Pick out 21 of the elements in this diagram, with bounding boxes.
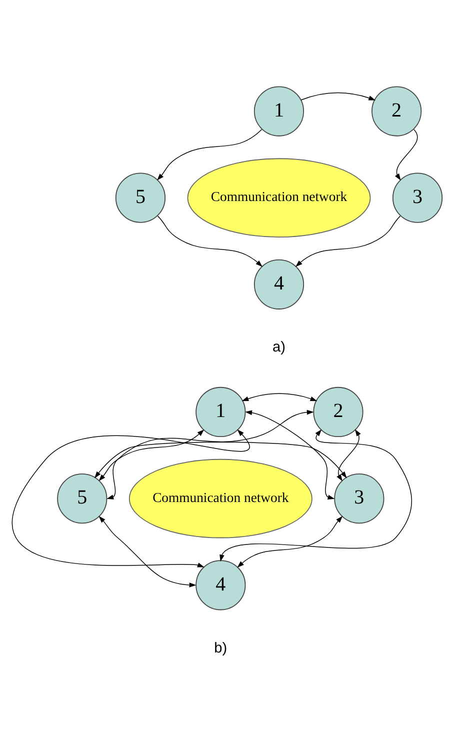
arrow (94, 441, 347, 478)
node-ellipse: Communication network (128, 458, 312, 538)
label: b) (214, 640, 228, 656)
arrow (98, 516, 196, 587)
arrow (300, 92, 376, 100)
arrow (245, 410, 335, 500)
arrow (296, 215, 401, 266)
arrow (106, 409, 314, 499)
arrow (237, 515, 343, 568)
arrow (220, 428, 412, 562)
arrow (336, 428, 361, 481)
arrow (98, 428, 204, 481)
node-circle: 2 (372, 86, 422, 136)
arrow (12, 428, 250, 567)
arrow (242, 392, 318, 401)
node-circle: 1 (254, 86, 304, 136)
arrow (394, 128, 418, 180)
node-ellipse: Communication network (187, 158, 371, 237)
label: a) (272, 339, 286, 356)
arrow (157, 215, 262, 266)
arrow (157, 128, 262, 180)
